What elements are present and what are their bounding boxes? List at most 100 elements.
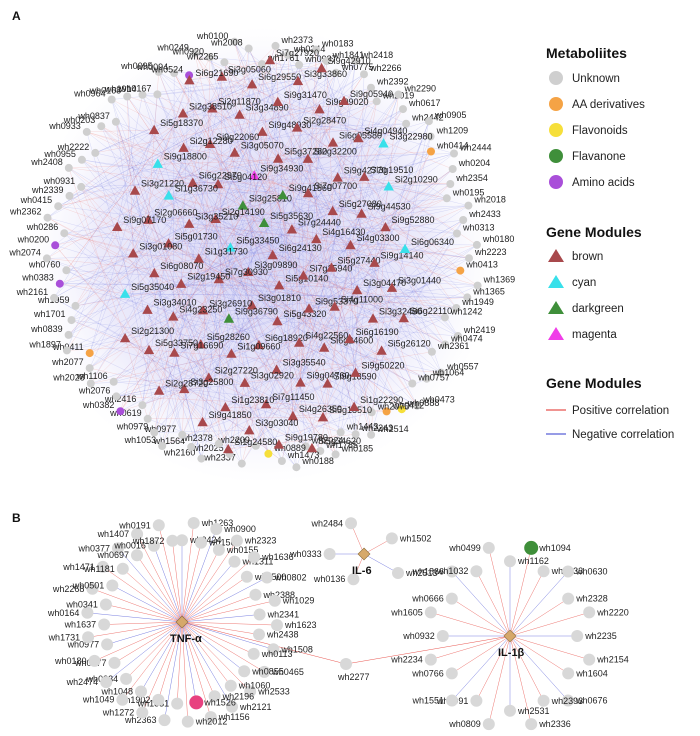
correlation-edge	[59, 258, 199, 284]
correlation-edge	[90, 142, 334, 384]
correlation-edge	[308, 108, 404, 194]
metabolite-label: wh2354	[455, 173, 488, 183]
leaf-label: wh0499	[448, 543, 481, 553]
edge	[451, 635, 511, 674]
leaf-node	[347, 573, 360, 586]
correlation-edge	[59, 283, 280, 286]
legend-label: brown	[572, 251, 603, 263]
gene-node	[380, 222, 391, 232]
correlation-edge	[307, 151, 432, 159]
gene-label: Si3g05070	[241, 141, 284, 151]
correlation-edge	[404, 248, 459, 337]
leaf-label: wh0136	[313, 574, 346, 584]
correlation-edge	[215, 74, 365, 219]
leaf-wh0766: wh0766	[411, 667, 458, 680]
metabolite-label: wh0933	[48, 121, 81, 131]
correlation-edge	[335, 72, 345, 101]
metabolite-label: wh2024	[311, 435, 344, 445]
correlation-edge	[248, 271, 468, 298]
correlation-edge	[115, 121, 209, 378]
leaf-label: wh2235	[584, 631, 617, 641]
correlation-edge	[116, 377, 209, 397]
hub-il-1: IL-1β	[498, 629, 525, 659]
correlation-edge	[189, 80, 455, 154]
gene-label: Si5g35630	[270, 211, 313, 221]
correlation-edge	[174, 72, 255, 176]
gene-node	[119, 333, 131, 343]
leaf-wh2235: wh2235	[571, 630, 617, 642]
correlation-edge	[59, 283, 300, 343]
metabolite-node	[67, 316, 76, 325]
metabolite-node	[402, 119, 411, 128]
gene-Si3g19510: Si3g19510	[359, 165, 413, 181]
correlation-edge	[292, 151, 432, 417]
gene-node	[204, 138, 216, 148]
correlation-edge	[298, 64, 375, 263]
metabolite-node	[271, 41, 280, 50]
metabolite-node	[427, 147, 435, 156]
leaf-label: wh0377	[77, 543, 110, 553]
correlation-edge	[47, 60, 271, 218]
correlation-edge	[188, 75, 226, 408]
legend-label: Positive correlation	[572, 405, 669, 417]
gene-node	[356, 208, 367, 218]
leaf-node	[470, 694, 483, 707]
correlation-edge	[191, 193, 309, 447]
correlation-edge	[215, 218, 457, 309]
metabolite-label: wh0412	[392, 400, 425, 410]
gene-label: Si1g31730	[205, 247, 248, 257]
metabolite-wh0977: wh0977	[144, 424, 187, 439]
metabolite-wh2243: wh2243	[351, 423, 393, 439]
legend-item-positive-correlation: Positive correlation	[546, 405, 669, 417]
edge	[509, 635, 569, 701]
correlation-edge	[350, 168, 453, 246]
metabolite-wh1365: wh1365	[463, 286, 505, 302]
correlation-edge	[157, 94, 260, 346]
metabolite-wh1785: wh1785	[316, 440, 358, 455]
correlation-edge	[142, 306, 335, 406]
gene-label: Si6g05580	[339, 130, 382, 140]
metabolite-label: wh0203	[63, 115, 96, 125]
leaf-node	[99, 598, 112, 611]
correlation-edge	[322, 121, 430, 418]
metabolite-label: wh0313	[462, 223, 495, 233]
metabolite-label: wh0760	[28, 259, 61, 269]
correlation-edge	[69, 195, 160, 391]
metabolite-label: wh2373	[281, 35, 314, 45]
gene-label: Si2g38510	[189, 101, 232, 111]
correlation-edge	[89, 238, 317, 369]
leaf-node	[240, 570, 253, 583]
correlation-edge	[194, 53, 404, 319]
edge	[158, 525, 183, 623]
correlation-edge	[266, 317, 445, 405]
correlation-edge	[224, 62, 280, 286]
edge	[92, 588, 183, 623]
leaf-label: wh0341	[65, 600, 98, 610]
leaf-label: wh1272	[102, 708, 135, 718]
leaf-node	[482, 718, 495, 731]
metabolite-wh0286: wh0286	[26, 222, 69, 238]
correlation-edge	[58, 190, 136, 207]
gene-node	[267, 249, 278, 260]
correlation-edge	[148, 349, 442, 373]
leaf-node	[226, 700, 238, 713]
leaf-node	[470, 565, 483, 578]
metabolite-node	[178, 430, 187, 439]
edge	[136, 555, 183, 623]
correlation-edge	[147, 213, 362, 419]
metabolite-label: wh0413	[465, 260, 498, 270]
correlation-edge	[364, 153, 455, 177]
metabolite-label: wh0619	[109, 408, 142, 418]
correlation-edge	[153, 94, 158, 130]
leaf-label: wh2438	[266, 630, 299, 640]
correlation-edge	[58, 80, 299, 207]
edge	[102, 566, 183, 623]
leaf-wh1029: wh1029	[268, 594, 314, 607]
metabolite-wh0524: wh0524	[151, 64, 194, 80]
metabolite-wh2209: wh2209	[217, 435, 260, 450]
correlation-edge	[47, 67, 322, 218]
metabolite-node	[197, 454, 206, 463]
leaf-label: wh1831	[137, 699, 170, 709]
correlation-edge	[142, 94, 213, 109]
gene-Si9g44530: Si9g44530	[356, 202, 411, 218]
